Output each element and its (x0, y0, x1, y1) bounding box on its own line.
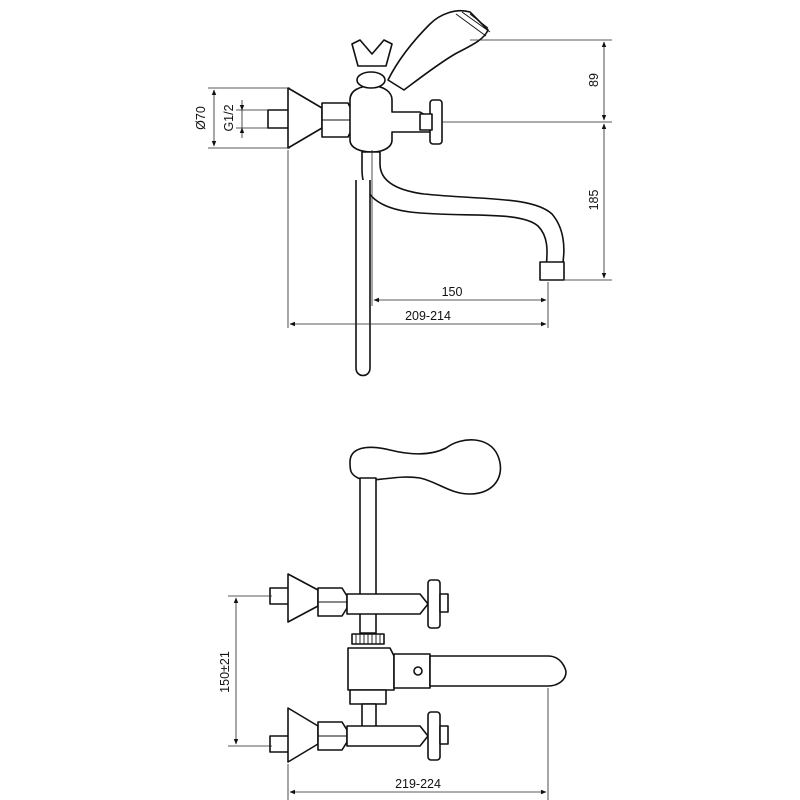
mixer-body (349, 85, 431, 153)
label-diameter: Ø70 (194, 106, 208, 130)
spout (361, 151, 565, 269)
escutcheon-flange (287, 87, 323, 149)
diverter-knob (356, 71, 386, 89)
upper-valve-body (346, 593, 429, 615)
label-150-21: 150±21 (218, 651, 232, 693)
diverter-housing (393, 653, 431, 689)
lower-body-nut (349, 689, 387, 705)
lower-mixer-body (347, 647, 395, 691)
top-view-faucet (267, 9, 565, 377)
lower-flange (287, 707, 319, 763)
label-209-214: 209-214 (405, 309, 451, 323)
upper-wall-stub (269, 587, 291, 605)
top-view-dimensions (208, 39, 612, 328)
diverter-button (413, 666, 423, 676)
lower-handle (427, 711, 441, 761)
bottom-spout (429, 655, 567, 687)
shower-holder (351, 39, 393, 67)
label-thread: G1/2 (222, 104, 236, 131)
label-150: 150 (442, 285, 463, 299)
label-89: 89 (587, 73, 601, 87)
lower-valve-body (346, 725, 429, 747)
bottom-view-dimensions (228, 595, 549, 800)
shower-handset (387, 9, 489, 91)
label-219-224: 219-224 (395, 777, 441, 791)
wall-pipe-stub (267, 109, 291, 129)
label-185: 185 (587, 190, 601, 211)
upper-flange (287, 573, 319, 623)
spout-aerator (539, 261, 565, 281)
hose-bar (355, 180, 371, 377)
bottom-view-faucet (269, 439, 567, 763)
lower-wall-stub (269, 735, 291, 753)
upper-handle (427, 579, 441, 629)
